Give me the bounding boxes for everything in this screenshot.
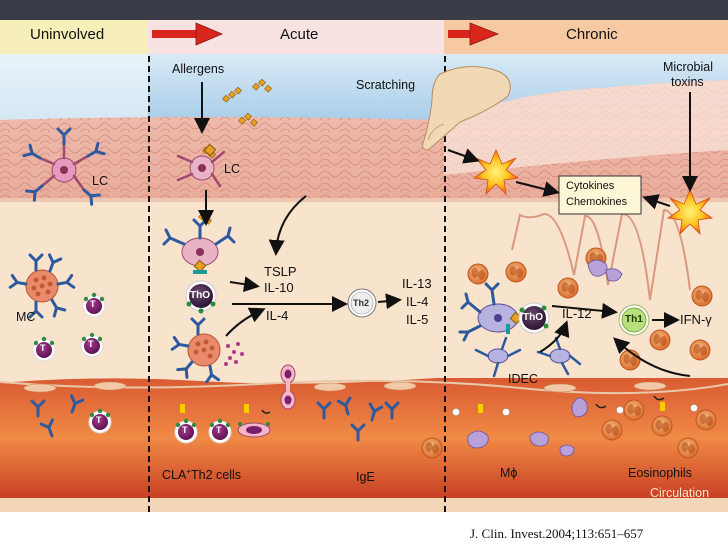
label-il5: IL-5: [406, 312, 429, 327]
transmigrating-cell: [280, 364, 296, 410]
label-chemokines: Chemokines: [566, 196, 628, 208]
mast-cell-left: [8, 253, 76, 319]
label-scratching: Scratching: [356, 78, 416, 92]
label-mc: MC: [16, 310, 36, 324]
lc-cell-left: [22, 127, 106, 206]
label-cytokines: Cytokines: [566, 180, 615, 192]
label-il4-b: IL-4: [406, 294, 429, 309]
adhering-cell: [237, 422, 271, 438]
label-microbial: Microbial: [663, 60, 714, 74]
th2-letter: Th2: [353, 298, 370, 308]
tho-cell-chronic: [518, 302, 550, 334]
t-letter-3: T: [88, 339, 94, 349]
stage-arrow-2: [448, 22, 500, 46]
stage-chronic: Chronic: [566, 26, 618, 43]
cytokines-box: [558, 175, 642, 215]
label-il13: IL-13: [402, 276, 432, 291]
label-lc-left: LC: [92, 174, 108, 188]
lc-cell-acute: [176, 143, 226, 188]
top-bar: [0, 0, 728, 20]
label-il12: IL-12: [562, 306, 592, 321]
label-cla: CLA+Th2 cells: [162, 467, 242, 483]
t-letter-1: T: [90, 299, 96, 309]
star-microbial: [666, 188, 714, 236]
label-lc-acute: LC: [224, 162, 240, 176]
tho-cell-acute: [185, 280, 217, 314]
label-toxins: toxins: [671, 75, 704, 89]
stage-uninvolved: Uninvolved: [30, 26, 105, 43]
idec-cells: [474, 336, 582, 378]
tho-letter-chronic: ThO: [523, 312, 543, 323]
stage-acute: Acute: [280, 26, 319, 43]
label-ige: IgE: [356, 470, 375, 484]
t-letter-6: T: [96, 415, 102, 425]
t-letter-5: T: [216, 425, 222, 435]
label-circulation: Circulation: [650, 486, 710, 500]
citation: J. Clin. Invest.2004;113:651–657: [470, 526, 644, 541]
th1-cell: [618, 304, 650, 336]
tho-letter-acute: ThO: [190, 290, 210, 301]
th1-letter: Th1: [625, 314, 643, 325]
t-letter-2: T: [40, 343, 46, 353]
dc-acute: [162, 218, 236, 274]
label-idec: IDEC: [508, 372, 538, 386]
t-letter-4: T: [182, 425, 188, 435]
macrophages-dermis: [587, 259, 623, 282]
uninvolved-band: [0, 20, 148, 54]
label-ifn: IFN-γ: [680, 312, 712, 327]
macrophages-vessel: [467, 397, 588, 457]
label-mphi: Mϕ: [500, 466, 518, 480]
th2-cell: [347, 288, 377, 318]
stage-arrow-1: [152, 22, 224, 46]
label-il4: IL-4: [266, 308, 289, 323]
mast-cell-acute: [170, 317, 244, 384]
label-il10: IL-10: [264, 280, 294, 295]
label-tslp: TSLP: [264, 264, 297, 279]
label-allergens: Allergens: [172, 62, 225, 76]
finger: [422, 66, 511, 151]
label-eosinophils: Eosinophils: [628, 466, 692, 480]
